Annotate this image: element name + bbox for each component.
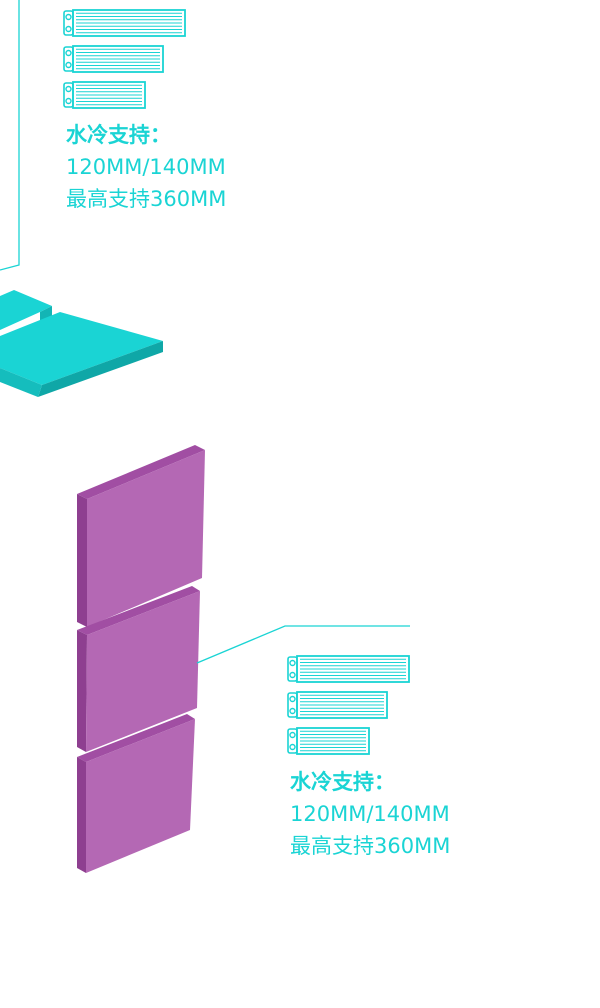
- purple-panel-2: [77, 586, 200, 752]
- radiator-360-icon: [63, 9, 186, 37]
- spec-title: 水冷支持：: [66, 123, 171, 147]
- water-cooling-spec-top: 水冷支持： 120MM/140MM 最高支持360MM: [66, 119, 226, 215]
- purple-panel-1: [77, 445, 205, 627]
- radiator-icons-bottom: [287, 655, 410, 755]
- spec-size-line: 120MM/140MM: [290, 802, 450, 826]
- spec-title: 水冷支持：: [290, 770, 395, 794]
- spec-max-line: 最高支持360MM: [66, 187, 227, 211]
- cyan-panel-icon: [0, 290, 163, 397]
- water-cooling-spec-bottom: 水冷支持： 120MM/140MM 最高支持360MM: [290, 766, 450, 862]
- purple-panel-icon: [77, 445, 205, 873]
- purple-panel-3: [77, 714, 195, 873]
- radiator-280-icon: [63, 45, 164, 73]
- leader-line-top: [0, 0, 20, 271]
- radiator-240-icon: [63, 81, 146, 109]
- leader-line-bottom: [196, 625, 410, 664]
- radiator-360-icon: [287, 655, 410, 683]
- radiator-240-icon: [287, 727, 370, 755]
- radiator-280-icon: [287, 691, 388, 719]
- spec-max-line: 最高支持360MM: [290, 834, 451, 858]
- spec-size-line: 120MM/140MM: [66, 155, 226, 179]
- radiator-icons-top: [63, 9, 186, 109]
